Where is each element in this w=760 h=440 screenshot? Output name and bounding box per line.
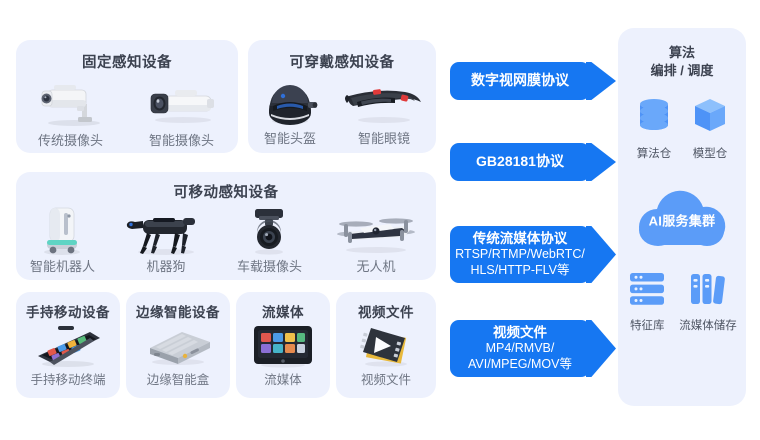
storage-bars-icon [688, 271, 728, 312]
device-smart-glasses: 智能眼镜 [343, 76, 425, 147]
card-title: 边缘智能设备 [136, 305, 220, 320]
robot-dog-icon [123, 204, 209, 256]
repo-model: 模型仓 [690, 95, 730, 161]
repo-label: 模型仓 [692, 148, 728, 161]
device-label: 手持移动终端 [30, 373, 106, 387]
device-service-robot: 智能机器人 [30, 204, 95, 275]
ai-service-cluster: AI服务集群 [627, 183, 737, 253]
panel-title: 算法 编排 / 调度 [650, 45, 714, 78]
repo-row: 算法仓 模型仓 [618, 95, 746, 161]
protocol-badge-video-file[interactable]: 视频文件 MP4/RMVB/ AVI/MPEG/MOV等 [450, 320, 590, 377]
device-label: 流媒体 [264, 373, 302, 387]
store-streaming: 流媒体储存 [679, 271, 737, 333]
store-label: 流媒体储存 [679, 320, 737, 333]
server-rack-icon [627, 271, 667, 312]
card-title: 流媒体 [262, 305, 304, 320]
device-row: 智能机器人 [16, 204, 436, 275]
protocol-badge-subtitle: MP4/RMVB/ AVI/MPEG/MOV等 [468, 341, 572, 371]
device-label: 智能头盔 [263, 131, 316, 146]
handheld-terminal-icon [16, 322, 120, 368]
traditional-camera-icon [34, 78, 108, 126]
card-video-file: 视频文件 视频文件 [336, 292, 436, 398]
protocol-badge-digital-retina[interactable]: 数字视网膜协议 [450, 62, 590, 100]
streaming-tablet-icon [236, 322, 330, 368]
device-row: 智能头盔 智能眼镜 [248, 76, 436, 147]
smart-glasses-icon [343, 76, 425, 126]
protocol-badge-traditional-streaming[interactable]: 传统流媒体协议 RTSP/RTMP/WebRTC/ HLS/HTTP-FLV等 [450, 226, 590, 283]
device-label: 智能眼镜 [357, 131, 410, 146]
card-title: 手持移动设备 [26, 305, 110, 320]
protocol-badge-title: 视频文件 [493, 325, 547, 341]
device-robot-dog: 机器狗 [123, 204, 209, 275]
service-robot-icon [33, 204, 91, 256]
smart-camera-icon [143, 78, 221, 126]
card-title: 可移动感知设备 [173, 185, 279, 201]
card-title: 可穿戴感知设备 [289, 55, 395, 71]
card-mobile-sensing: 可移动感知设备 智能机器人 [16, 172, 436, 280]
drone-icon [330, 204, 422, 256]
protocol-badge-title: 传统流媒体协议 [472, 231, 568, 247]
device-label: 边缘智能盒 [146, 373, 210, 387]
card-title: 固定感知设备 [82, 55, 172, 71]
card-handheld-device: 手持移动设备 手持移动终端 [16, 292, 120, 398]
device-row: 传统摄像头 智 [16, 78, 238, 149]
edge-box-icon [126, 322, 230, 368]
protocol-badge-title: 数字视网膜协议 [471, 72, 569, 89]
device-label: 视频文件 [360, 373, 411, 387]
device-vehicle-camera: 车载摄像头 [237, 204, 302, 275]
smart-helmet-icon [259, 76, 321, 126]
card-streaming: 流媒体 流媒体 [236, 292, 330, 398]
protocol-badge-subtitle: RTSP/RTMP/WebRTC/ HLS/HTTP-FLV等 [455, 247, 585, 277]
card-edge-device: 边缘智能设备 边缘智能盒 [126, 292, 230, 398]
repo-label: 算法仓 [636, 148, 672, 161]
device-label: 智能机器人 [29, 259, 95, 274]
cloud-label: AI服务集群 [648, 213, 716, 229]
video-file-icon [336, 322, 436, 368]
cloud-icon [639, 190, 726, 247]
card-title: 视频文件 [358, 305, 414, 320]
database-stack-icon [634, 95, 674, 140]
device-label: 车载摄像头 [236, 259, 302, 274]
store-row: 特征库 流媒体储存 [618, 271, 746, 333]
device-label: 传统摄像头 [37, 133, 103, 148]
device-traditional-camera: 传统摄像头 [34, 78, 108, 149]
device-smart-camera: 智能摄像头 [143, 78, 221, 149]
device-smart-helmet: 智能头盔 [259, 76, 321, 147]
card-wearable-sensing: 可穿戴感知设备 智 [248, 40, 436, 153]
store-label: 特征库 [630, 320, 665, 333]
protocol-badge-title: GB28181协议 [476, 153, 564, 170]
repo-algorithm: 算法仓 [634, 95, 674, 161]
device-label: 无人机 [356, 259, 396, 274]
protocol-badge-gb28181[interactable]: GB28181协议 [450, 143, 590, 181]
card-fixed-sensing: 固定感知设备 [16, 40, 238, 153]
vehicle-camera-icon [246, 204, 292, 256]
device-label: 机器狗 [146, 259, 186, 274]
device-drone: 无人机 [330, 204, 422, 275]
store-feature-db: 特征库 [627, 271, 667, 333]
panel-algorithm-scheduling: 算法 编排 / 调度 算法仓 [618, 28, 746, 406]
device-label: 智能摄像头 [148, 133, 214, 148]
cube-box-icon [690, 95, 730, 140]
